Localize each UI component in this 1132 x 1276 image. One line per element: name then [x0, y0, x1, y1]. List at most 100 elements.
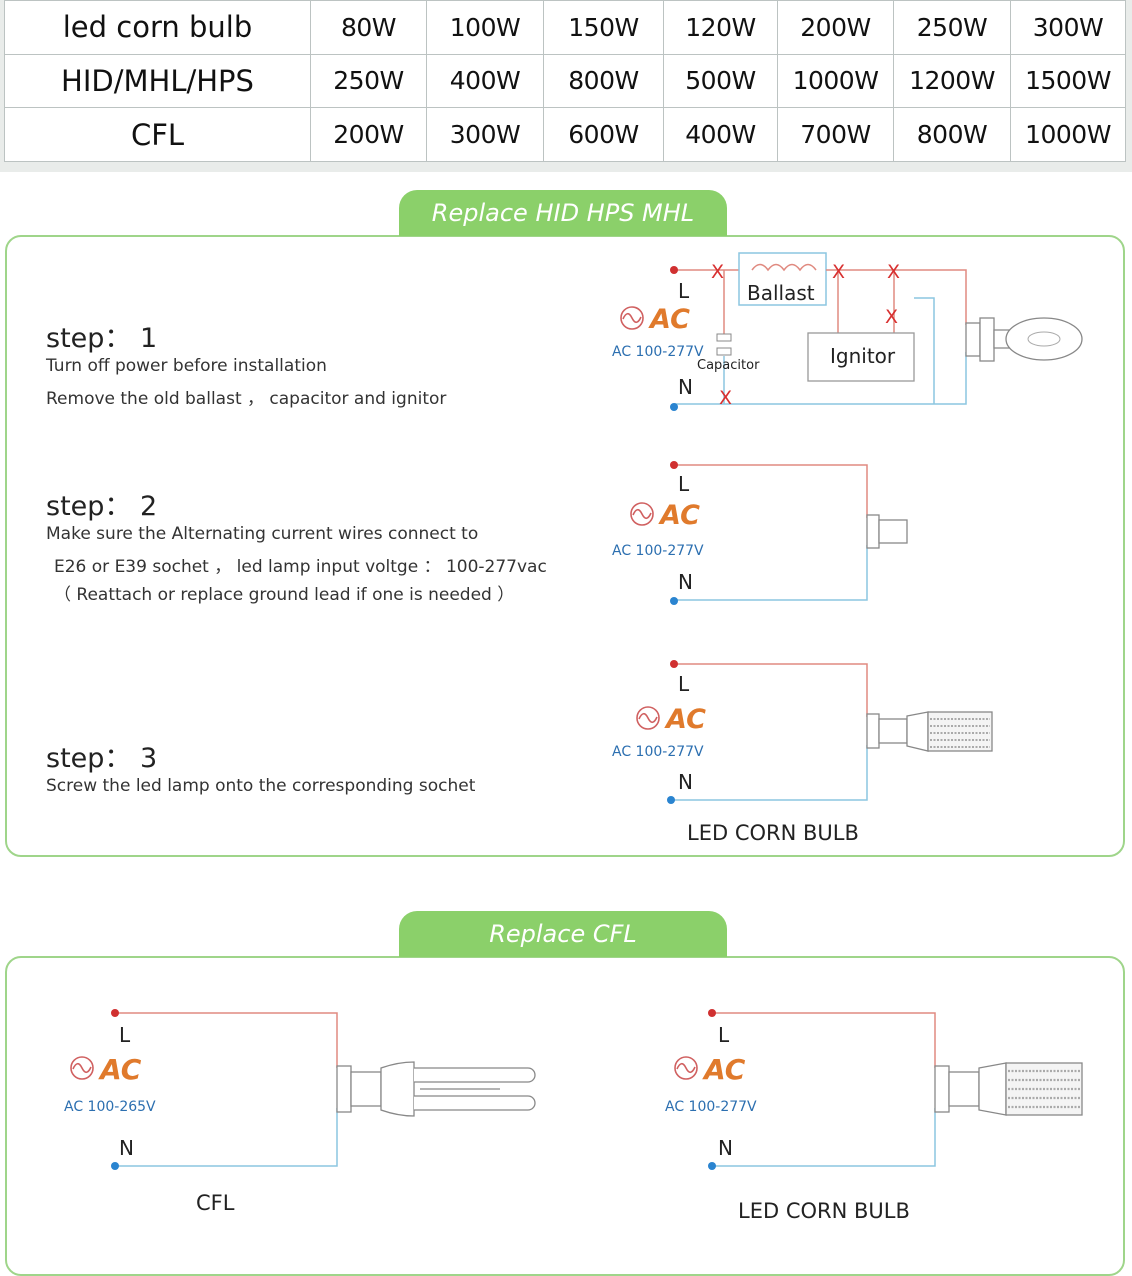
row-label: led corn bulb [4, 0, 311, 55]
table-cell: 250W [310, 53, 427, 109]
table-cell: 600W [543, 107, 664, 162]
table-cell: 400W [663, 107, 778, 162]
table-row: led corn bulb 80W 100W 150W 120W 200W 25… [4, 0, 1126, 55]
voltage-label: AC 100-277V [665, 1099, 757, 1115]
live-label: L [678, 279, 690, 303]
cfl-led-wiring-diagram: L AC AC 100-277V N LED CORN BULB [665, 1009, 1083, 1223]
cfl-wiring-diagram: L AC AC 100-265V N CFL [64, 1009, 536, 1215]
table-cell: 120W [663, 0, 778, 55]
ignitor-wire [914, 297, 935, 404]
hid-replacement-panel [5, 235, 1125, 857]
neutral-terminal [111, 1162, 119, 1170]
diagram-caption: LED CORN BULB [687, 821, 859, 845]
table-cell: 1500W [1010, 53, 1126, 109]
table-cell: 1000W [777, 53, 894, 109]
diagram-caption: LED CORN BULB [738, 1199, 910, 1223]
remove-mark: X [719, 387, 732, 409]
hid-original-wiring-diagram: L AC AC 100-277V Capacitor Ballast Ignit… [612, 252, 1083, 411]
neutral-wire [674, 545, 868, 601]
ac-source-icon [620, 306, 644, 330]
ballast-coil [751, 263, 817, 272]
live-terminal [670, 660, 678, 668]
remove-mark: X [887, 261, 900, 283]
row-label: CFL [4, 107, 311, 162]
table-row: HID/MHL/HPS 250W 400W 800W 500W 1000W 12… [4, 53, 1126, 109]
step-2-line-3: （ Reattach or replace ground lead if one… [54, 585, 515, 605]
table-cell: 300W [1010, 0, 1126, 55]
step-1-line-2: Remove the old ballast ， capacitor and i… [46, 389, 447, 409]
live-wire [712, 1012, 936, 1068]
step-2-line-1: Make sure the Alternating current wires … [46, 524, 479, 544]
led-corn-bulb-icon [866, 711, 993, 752]
neutral-terminal [670, 597, 678, 605]
capacitor-plate [716, 333, 732, 342]
ac-label: AC [664, 704, 706, 735]
capacitor-plate [716, 347, 732, 356]
table-cell: 200W [777, 0, 894, 55]
ac-source-icon [674, 1056, 698, 1080]
led-installed-diagram: L AC AC 100-277V N LED CORN BULB [612, 660, 993, 845]
led-corn-bulb-icon [934, 1062, 1083, 1116]
capacitor-label: Capacitor [697, 358, 760, 373]
diagram-caption: CFL [196, 1191, 235, 1215]
neutral-label: N [718, 1136, 733, 1160]
table-cell: 100W [426, 0, 544, 55]
table-cell: 800W [893, 107, 1011, 162]
cfl-lamp-icon [336, 1061, 536, 1117]
step-1-title: step： 1 [46, 323, 158, 354]
neutral-label: N [678, 375, 693, 399]
table-cell: 700W [777, 107, 894, 162]
voltage-label: AC 100-277V [612, 543, 704, 559]
hid-lamp-icon [965, 317, 1083, 362]
live-terminal [708, 1009, 716, 1017]
ignitor-label: Ignitor [830, 344, 896, 368]
live-terminal [670, 461, 678, 469]
neutral-terminal [670, 403, 678, 411]
step-2-title: step： 2 [46, 491, 158, 522]
ballast-box [738, 252, 827, 306]
ignitor-box [807, 332, 915, 382]
live-terminal [670, 266, 678, 274]
live-wire [826, 269, 967, 325]
direct-wiring-diagram: L AC AC 100-277V N [612, 461, 908, 605]
neutral-wire [674, 352, 967, 405]
remove-mark: X [832, 261, 845, 283]
cfl-replacement-panel [5, 956, 1125, 1276]
live-label: L [718, 1023, 730, 1047]
neutral-label: N [678, 570, 693, 594]
ac-label: AC [658, 500, 700, 531]
socket-icon [866, 514, 908, 549]
table-cell: 1000W [1010, 107, 1126, 162]
live-label: L [678, 672, 690, 696]
remove-mark: X [711, 261, 724, 283]
table-row: CFL 200W 300W 600W 400W 700W 800W 1000W [4, 107, 1126, 162]
live-wire [674, 663, 868, 717]
neutral-terminal [708, 1162, 716, 1170]
neutral-wire [115, 1108, 338, 1167]
step-2-line-2: E26 or E39 sochet ， led lamp input voltg… [54, 557, 547, 577]
ac-source-icon [636, 706, 660, 730]
step-1-line-1: Turn off power before installation [46, 356, 327, 376]
ac-label: AC [98, 1053, 142, 1086]
neutral-wire [674, 745, 868, 801]
table-cell: 400W [426, 53, 544, 109]
step-3-title: step： 3 [46, 743, 158, 774]
row-label: HID/MHL/HPS [4, 53, 311, 109]
ac-label: AC [648, 304, 690, 335]
neutral-label: N [119, 1136, 134, 1160]
hid-section-tab: Replace HID HPS MHL [399, 190, 727, 236]
cfl-section-tab: Replace CFL [399, 911, 727, 957]
remove-mark: X [885, 306, 898, 328]
voltage-label: AC 100-265V [64, 1099, 156, 1115]
neutral-terminal [667, 796, 675, 804]
voltage-label: AC 100-277V [612, 344, 704, 360]
table-cell: 200W [310, 107, 427, 162]
table-cell: 150W [543, 0, 664, 55]
ballast-label: Ballast [747, 281, 815, 305]
live-terminal [111, 1009, 119, 1017]
step-3-line-1: Screw the led lamp onto the correspondin… [46, 776, 476, 796]
ac-source-icon [70, 1056, 94, 1080]
live-wire [115, 1012, 338, 1068]
live-label: L [119, 1023, 131, 1047]
